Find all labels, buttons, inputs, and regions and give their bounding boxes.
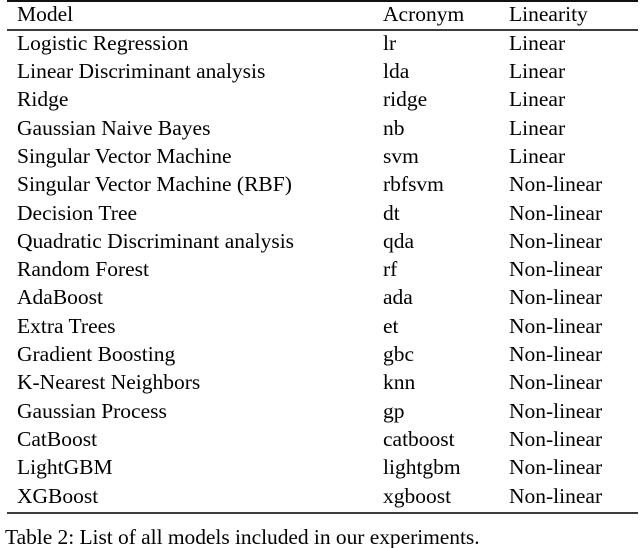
- cell-acronym: et: [383, 313, 399, 338]
- cell-linearity: Non-linear: [509, 342, 603, 367]
- table-body: Logistic Regression lr Linear Linear Dis…: [7, 31, 638, 512]
- cell-linearity: Non-linear: [509, 426, 603, 451]
- cell-linearity: Non-linear: [509, 313, 603, 338]
- cell-acronym: lightgbm: [383, 455, 461, 480]
- cell-model: Random Forest: [17, 257, 149, 282]
- cell-model: Quadratic Discriminant analysis: [17, 228, 295, 253]
- cell-model: Decision Tree: [17, 200, 138, 225]
- cell-acronym: nb: [383, 115, 405, 140]
- cell-acronym: ridge: [383, 87, 428, 112]
- cell-model: Singular Vector Machine: [17, 143, 232, 168]
- cell-linearity: Non-linear: [509, 228, 603, 253]
- cell-acronym: catboost: [383, 426, 455, 451]
- cell-model: AdaBoost: [17, 285, 103, 310]
- table-top-rule: [7, 0, 638, 2]
- table-row: Gradient Boosting gbc Non-linear: [7, 342, 638, 370]
- table-row: LightGBM lightgbm Non-linear: [7, 455, 638, 483]
- cell-model: Gradient Boosting: [17, 342, 176, 367]
- table-header: Model Acronym Linearity: [7, 2, 638, 29]
- table-row: Singular Vector Machine svm Linear: [7, 144, 638, 172]
- table-row: Random Forest rf Non-linear: [7, 257, 638, 285]
- cell-model: Ridge: [17, 87, 69, 112]
- table-row: CatBoost catboost Non-linear: [7, 427, 638, 455]
- table-row: Logistic Regression lr Linear: [7, 31, 638, 59]
- table-row: Extra Trees et Non-linear: [7, 314, 638, 342]
- models-table-body: Logistic Regression lr Linear Linear Dis…: [7, 31, 638, 512]
- models-table: Model Acronym Linearity: [7, 2, 638, 29]
- table-header-row: Model Acronym Linearity: [7, 2, 638, 29]
- cell-model: Gaussian Naive Bayes: [17, 115, 211, 140]
- table-row: K-Nearest Neighbors knn Non-linear: [7, 371, 638, 399]
- cell-model: Linear Discriminant analysis: [17, 59, 266, 84]
- table-row: Quadratic Discriminant analysis qda Non-…: [7, 229, 638, 257]
- cell-acronym: gbc: [383, 342, 415, 367]
- table-caption: Table 2: List of all models included in …: [5, 525, 480, 548]
- cell-acronym: ada: [383, 285, 413, 310]
- cell-acronym: lda: [383, 59, 410, 84]
- table-row: XGBoost xgboost Non-linear: [7, 484, 638, 512]
- cell-linearity: Non-linear: [509, 285, 603, 310]
- cell-linearity: Linear: [509, 115, 566, 140]
- table-row: AdaBoost ada Non-linear: [7, 286, 638, 314]
- cell-model: CatBoost: [17, 426, 98, 451]
- cell-linearity: Non-linear: [509, 370, 603, 395]
- cell-acronym: rf: [383, 257, 398, 282]
- cell-acronym: rbfsvm: [383, 172, 444, 197]
- cell-linearity: Non-linear: [509, 398, 603, 423]
- cell-linearity: Non-linear: [509, 483, 603, 508]
- column-header-linearity: Linearity: [509, 1, 588, 26]
- cell-model: Extra Trees: [17, 313, 116, 338]
- cell-model: Gaussian Process: [17, 398, 167, 423]
- cell-acronym: dt: [383, 200, 400, 225]
- cell-linearity: Non-linear: [509, 200, 603, 225]
- table-header-rule: [7, 29, 638, 31]
- cell-linearity: Non-linear: [509, 257, 603, 282]
- table-row: Ridge ridge Linear: [7, 88, 638, 116]
- cell-linearity: Linear: [509, 143, 566, 168]
- table-row: Gaussian Process gp Non-linear: [7, 399, 638, 427]
- table-row: Gaussian Naive Bayes nb Linear: [7, 116, 638, 144]
- cell-linearity: Non-linear: [509, 455, 603, 480]
- cell-model: K-Nearest Neighbors: [17, 370, 201, 395]
- cell-acronym: knn: [383, 370, 416, 395]
- cell-model: Logistic Regression: [17, 30, 189, 55]
- cell-model: Singular Vector Machine (RBF): [17, 172, 292, 197]
- cell-acronym: gp: [383, 398, 405, 423]
- cell-linearity: Linear: [509, 30, 566, 55]
- models-table-block: Model Acronym Linearity Logistic Regress…: [7, 0, 638, 515]
- cell-acronym: svm: [383, 143, 419, 168]
- table-row: Linear Discriminant analysis lda Linear: [7, 59, 638, 87]
- table-bottom-rule: [7, 512, 638, 515]
- cell-acronym: xgboost: [383, 483, 452, 508]
- cell-model: LightGBM: [17, 455, 113, 480]
- cell-acronym: lr: [383, 30, 397, 55]
- cell-linearity: Non-linear: [509, 172, 603, 197]
- table-row: Singular Vector Machine (RBF) rbfsvm Non…: [7, 172, 638, 200]
- cell-model: XGBoost: [17, 483, 99, 508]
- cell-acronym: qda: [383, 228, 415, 253]
- column-header-acronym: Acronym: [383, 1, 465, 26]
- table-row: Decision Tree dt Non-linear: [7, 201, 638, 229]
- column-header-model: Model: [17, 1, 74, 26]
- cell-linearity: Linear: [509, 87, 566, 112]
- cell-linearity: Linear: [509, 59, 566, 84]
